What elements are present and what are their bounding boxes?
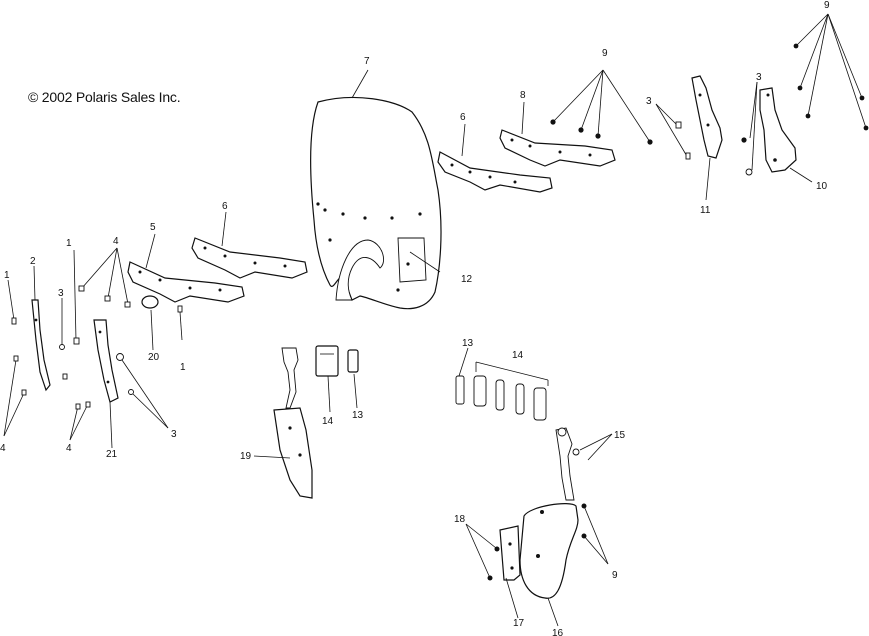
- screw-group-3-far-right: [741, 81, 758, 176]
- arm-part-11: [691, 75, 723, 159]
- screw-group-3-right: [655, 103, 691, 160]
- screw-part-1a: [11, 317, 17, 325]
- fastener-group-9-lower: [581, 503, 609, 565]
- callout-14-middle: 14: [322, 416, 334, 427]
- callout-15: 15: [614, 430, 626, 441]
- callout-9-lower: 9: [612, 570, 618, 581]
- callout-5: 5: [150, 222, 156, 233]
- screw-part-1c: [177, 305, 183, 313]
- bracket-part-6-right: [437, 151, 553, 193]
- leader-1a: [7, 279, 15, 321]
- strip-part-21: [93, 319, 119, 403]
- deflector-part-16: [519, 503, 579, 599]
- leader-1c: [179, 311, 183, 341]
- callout-9-middle: 9: [602, 48, 608, 59]
- grommet-part-20: [141, 295, 159, 309]
- callout-19: 19: [240, 451, 252, 462]
- callout-17: 17: [513, 618, 525, 629]
- fastener-group-4-lower-left: [3, 355, 91, 441]
- callout-9-top-right: 9: [824, 0, 830, 11]
- callout-6-left: 6: [222, 201, 228, 212]
- callout-16: 16: [552, 628, 564, 636]
- bracket-part-8: [499, 129, 616, 167]
- callout-10: 10: [816, 181, 828, 192]
- callout-11: 11: [700, 205, 711, 216]
- callout-13-middle: 13: [352, 410, 364, 421]
- callout-2: 2: [30, 256, 36, 267]
- fastener-group-4-top-left: [78, 247, 131, 308]
- callout-7: 7: [364, 56, 370, 67]
- bracket-part-6-left: [191, 237, 308, 279]
- fastener-group-18: [465, 523, 500, 581]
- screw-part-3b: [62, 373, 68, 380]
- leader-1b: [73, 249, 77, 341]
- deflector-part-17: [499, 525, 521, 581]
- callout-18: 18: [454, 514, 466, 525]
- callout-1-left: 1: [4, 270, 10, 281]
- callout-8: 8: [520, 90, 526, 101]
- callout-4-top: 4: [113, 236, 119, 247]
- callout-3-upper-right: 3: [646, 96, 652, 107]
- clamp-part-14-middle: [315, 345, 359, 377]
- callout-1-lower: 1: [180, 362, 186, 373]
- washer-part-3: [59, 344, 65, 350]
- callout-14-right: 14: [512, 350, 524, 361]
- callout-6-right: 6: [460, 112, 466, 123]
- bracket-part-5: [127, 261, 245, 303]
- callout-21: 21: [106, 449, 118, 460]
- bracket-part-10: [759, 87, 797, 173]
- mount-arm-part-15: [555, 427, 580, 501]
- fastener-group-9-middle: [550, 69, 653, 145]
- strip-part-2: [31, 299, 51, 392]
- screw-part-1b: [73, 337, 80, 345]
- callout-3-lower: 3: [171, 429, 177, 440]
- callout-20: 20: [148, 352, 160, 363]
- callout-4-lower-left: 4: [0, 443, 6, 454]
- fastener-group-9-top-right: [793, 13, 869, 131]
- callout-1-middle: 1: [66, 238, 72, 249]
- deflector-part-19: [273, 347, 313, 499]
- copyright-notice: © 2002 Polaris Sales Inc.: [28, 89, 181, 105]
- clamp-set-part-14-right: [455, 361, 549, 421]
- callout-12: 12: [461, 274, 473, 285]
- callout-3-far-right: 3: [756, 72, 762, 83]
- callout-13-right: 13: [462, 338, 474, 349]
- windshield-part-7: [310, 96, 442, 310]
- callout-4-lower-middle: 4: [66, 443, 72, 454]
- callout-3-left: 3: [58, 288, 64, 299]
- fastener-group-3-lower-left: [116, 353, 169, 429]
